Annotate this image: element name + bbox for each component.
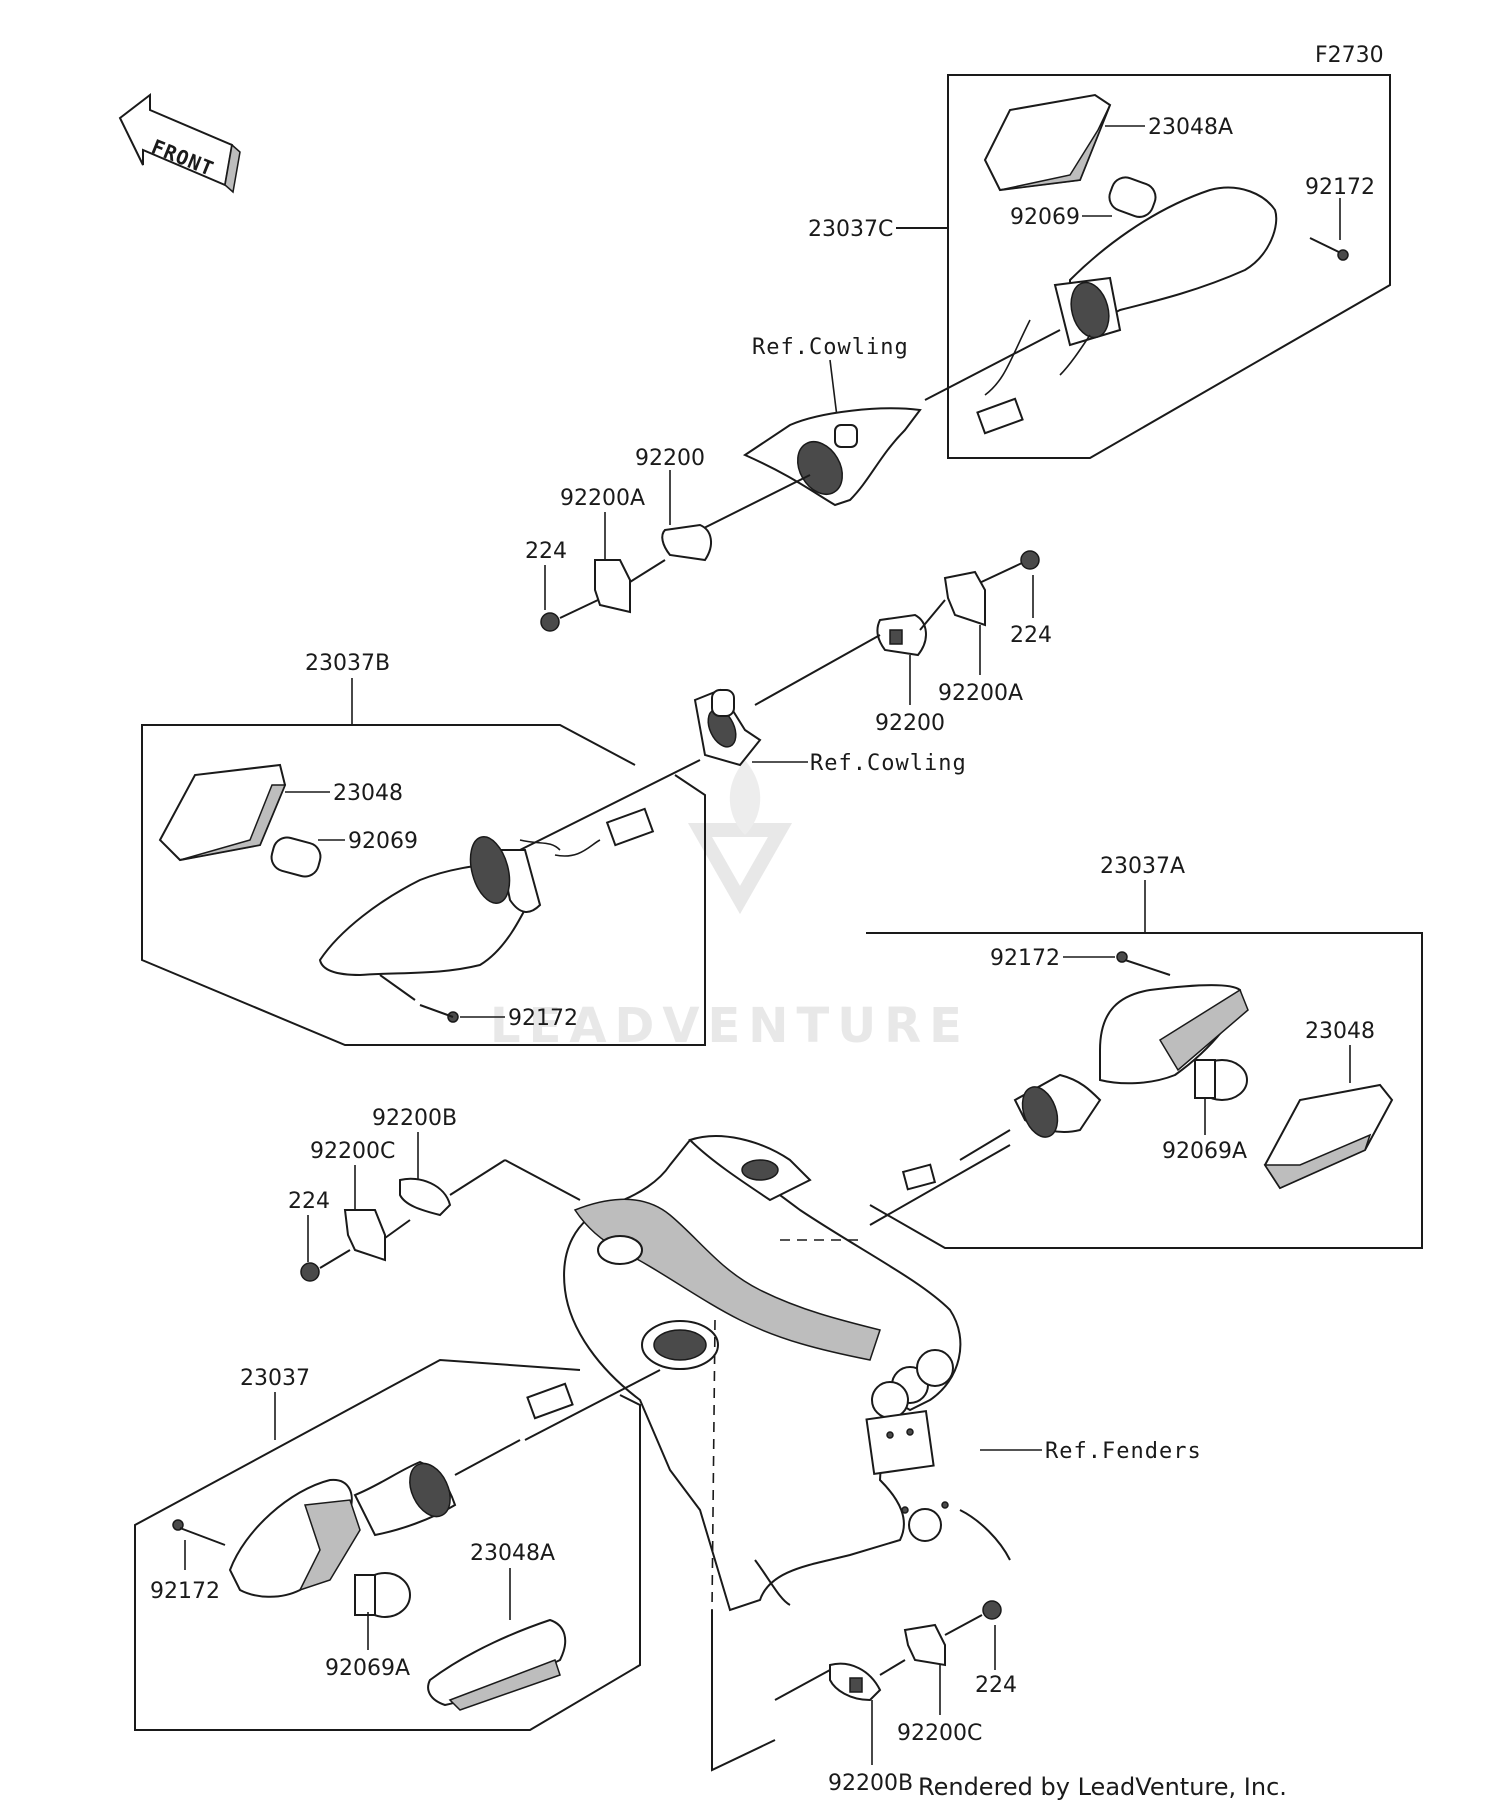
- label-92069-left: 92069: [348, 829, 418, 854]
- label-ref-fenders: Ref.Fenders: [1045, 1439, 1202, 1464]
- label-92200B-br: 92200B: [828, 1771, 913, 1796]
- label-224-tl: 224: [525, 539, 567, 564]
- lens-23048A-bottom: [427, 1618, 567, 1711]
- hardware-left-upper: 92200 92200A 224: [525, 446, 712, 632]
- assembly-23037: 23037 92172 92069A 23048A: [134, 1358, 661, 1731]
- label-92069A-right: 92069A: [1162, 1139, 1247, 1164]
- hardware-right-upper: 224 92200A 92200 Ref.Cowling: [693, 550, 1052, 776]
- bolt-224-br: [982, 1600, 1002, 1620]
- turn-signal-body-23037B: [318, 759, 701, 977]
- label-23037B: 23037B: [305, 651, 390, 676]
- label-224-br: 224: [975, 1673, 1017, 1698]
- bulb-92069A-bottom: [354, 1572, 411, 1618]
- bolt-224-bl: [300, 1262, 320, 1282]
- label-92069-top: 92069: [1010, 205, 1080, 230]
- label-23048-left: 23048: [333, 781, 403, 806]
- label-92200-tl: 92200: [635, 446, 705, 471]
- bulb-92069-left: [270, 836, 322, 878]
- label-23048A-top: 23048A: [1148, 115, 1233, 140]
- cowling-bracket-top: [742, 407, 922, 507]
- clip-92200C-br: [903, 1623, 946, 1667]
- label-23037: 23037: [240, 1366, 310, 1391]
- clip-92200C-bl: [343, 1209, 386, 1262]
- turn-signal-body-23037: [228, 1369, 661, 1598]
- clip-92200A-tl: [594, 559, 631, 614]
- turn-signal-body-23037A: [869, 984, 1249, 1226]
- rear-fender-tail: [563, 1135, 1011, 1612]
- figure-code: F2730: [1315, 43, 1384, 68]
- label-92200A-tr: 92200A: [938, 681, 1023, 706]
- label-23048-right: 23048: [1305, 1019, 1375, 1044]
- grommet-92200-tl: [661, 523, 712, 562]
- grommet-92200B-bl: [399, 1177, 452, 1217]
- label-92200B-bl: 92200B: [372, 1106, 457, 1131]
- label-ref-cowling-top: Ref.Cowling: [752, 335, 909, 360]
- label-224-bl: 224: [288, 1189, 330, 1214]
- label-92200A-tl: 92200A: [560, 486, 645, 511]
- label-ref-cowling-mid: Ref.Cowling: [810, 751, 967, 776]
- label-92200C-bl: 92200C: [310, 1139, 395, 1164]
- label-23037C: 23037C: [808, 217, 893, 242]
- label-23037A: 23037A: [1100, 854, 1185, 879]
- label-224-tr: 224: [1010, 623, 1052, 648]
- clip-92200A-tr: [943, 570, 986, 627]
- label-92069A-bottom: 92069A: [325, 1656, 410, 1681]
- bolt-224-tr: [1020, 550, 1040, 570]
- assembly-23037B: 23037B 23048 92069 92172: [141, 651, 706, 1046]
- front-direction-arrow: FRONT: [118, 92, 241, 194]
- assembly-23037C: 23037C 23048A 92069 92172 Ref: [699, 74, 1391, 531]
- turn-signal-body-23037C: [924, 186, 1278, 435]
- bolt-224-tl: [540, 612, 560, 632]
- label-92172-right: 92172: [990, 946, 1060, 971]
- lens-23048: [158, 763, 287, 862]
- label-92172-left: 92172: [508, 1006, 578, 1031]
- bulb-92069-top: [1108, 176, 1157, 218]
- hardware-right-lower: 224 92200C 92200B: [711, 1600, 1017, 1796]
- lens-23048A: [983, 93, 1112, 192]
- label-92200-tr: 92200: [875, 711, 945, 736]
- assembly-23037A: 23037A 92172 23048 92069A: [866, 854, 1423, 1249]
- lens-23048-right: [1263, 1083, 1394, 1190]
- label-92200C-br: 92200C: [897, 1721, 982, 1746]
- hardware-left-lower: 92200B 92200C 224: [288, 1106, 581, 1282]
- bulb-92069A-right: [1194, 1059, 1248, 1101]
- label-23048A-bottom: 23048A: [470, 1541, 555, 1566]
- label-92172-bottom: 92172: [150, 1579, 220, 1604]
- cowling-bracket-mid: [693, 688, 762, 767]
- label-92172-top: 92172: [1305, 175, 1375, 200]
- credit-text: Rendered by LeadVenture, Inc.: [918, 1773, 1287, 1801]
